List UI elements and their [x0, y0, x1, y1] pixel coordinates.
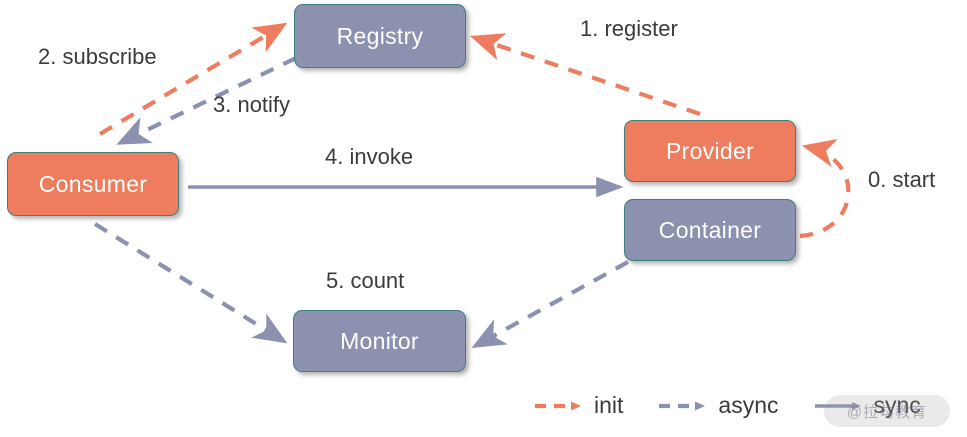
- node-consumer-label: Consumer: [38, 170, 148, 197]
- watermark: @拉勾教育: [824, 395, 950, 427]
- edge-report: [471, 260, 630, 349]
- edge-start: [799, 139, 851, 239]
- node-registry[interactable]: Registry: [294, 4, 466, 68]
- legend: init async sync: [533, 392, 921, 419]
- legend-label-sync: sync: [873, 392, 921, 418]
- edge-label-count: 5. count: [326, 268, 405, 293]
- node-registry-label: Registry: [336, 22, 424, 49]
- edge-label-invoke: 4. invoke: [325, 144, 414, 169]
- legend-item-init: init: [533, 392, 623, 419]
- node-provider-label: Provider: [665, 137, 755, 164]
- node-monitor[interactable]: Monitor: [293, 310, 466, 372]
- sync-solid-arrow-icon: [814, 401, 861, 410]
- edge-register: [470, 33, 701, 116]
- edge-label-start: 0. start: [868, 167, 936, 192]
- legend-item-async: async: [657, 392, 779, 419]
- init-dashed-arrow-icon: [535, 401, 581, 410]
- node-monitor-label: Monitor: [340, 327, 419, 354]
- async-dashed-arrow-icon: [659, 401, 706, 410]
- node-provider[interactable]: Provider: [624, 120, 796, 182]
- legend-label-async: async: [718, 392, 779, 418]
- edge-label-subscribe: 2. subscribe: [38, 44, 157, 69]
- legend-label-init: init: [594, 392, 624, 418]
- node-consumer[interactable]: Consumer: [7, 152, 179, 216]
- node-container[interactable]: Container: [624, 199, 796, 261]
- legend-item-sync: sync: [813, 392, 921, 419]
- edge-label-notify: 3. notify: [213, 92, 291, 117]
- edge-count: [93, 222, 288, 344]
- node-container-label: Container: [658, 216, 762, 243]
- edge-label-register: 1. register: [580, 16, 678, 41]
